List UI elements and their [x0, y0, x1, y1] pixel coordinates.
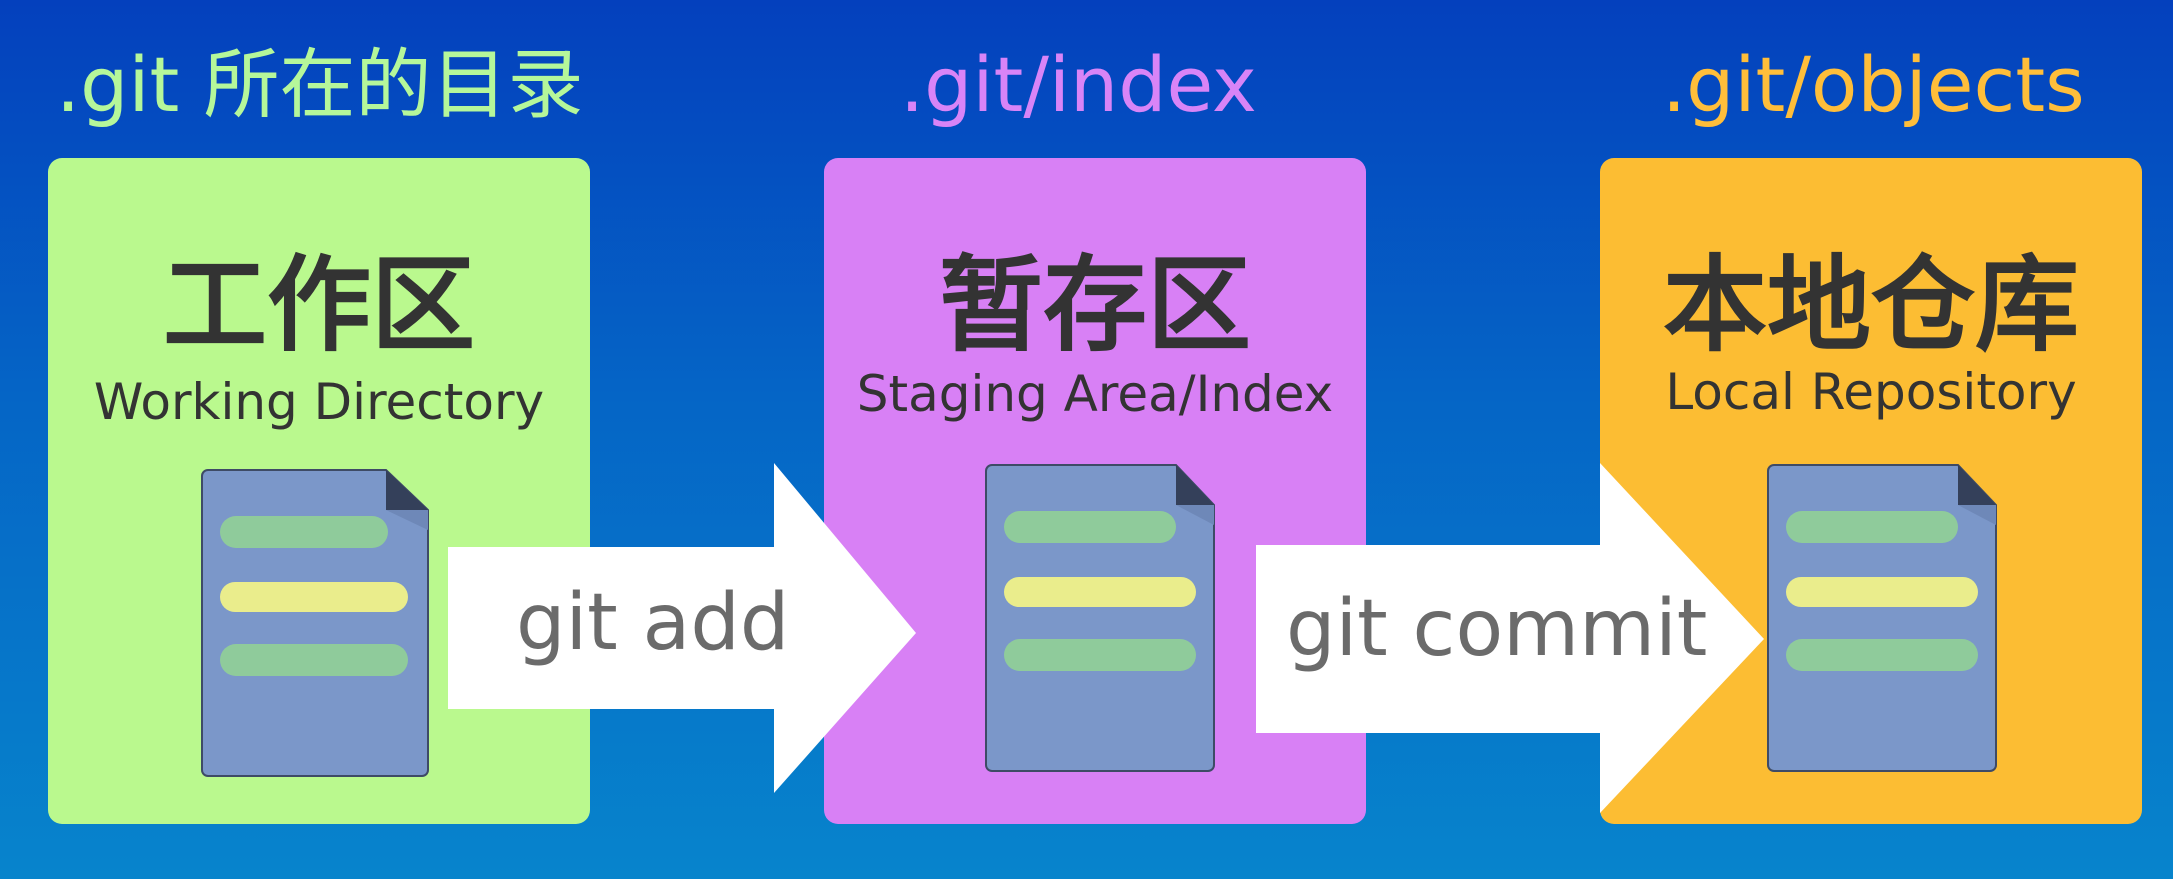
staging-area-subtitle: Staging Area/Index: [856, 365, 1334, 423]
local-repository-subtitle: Local Repository: [1665, 363, 2077, 421]
document-icon: [985, 464, 1215, 772]
path-label-working-directory: .git 所在的目录: [56, 40, 584, 129]
path-label-index: .git/index: [900, 40, 1257, 129]
working-directory-title: 工作区: [162, 244, 475, 366]
git-add-label: git add: [516, 578, 790, 668]
git-commit-label: git commit: [1286, 584, 1708, 674]
local-repository-title: 本地仓库: [1662, 244, 2079, 366]
working-directory-subtitle: Working Directory: [93, 373, 545, 431]
staging-area-title: 暂存区: [938, 244, 1251, 366]
git-commit-arrow-icon: [1256, 463, 1764, 813]
git-add-arrow-icon: [448, 463, 916, 793]
staging-area-panel: 暂存区 Staging Area/Index: [824, 158, 1366, 824]
path-label-objects: .git/objects: [1662, 40, 2085, 129]
document-icon: [201, 469, 429, 777]
working-directory-panel: 工作区 Working Directory: [48, 158, 590, 824]
document-icon: [1767, 464, 1997, 772]
